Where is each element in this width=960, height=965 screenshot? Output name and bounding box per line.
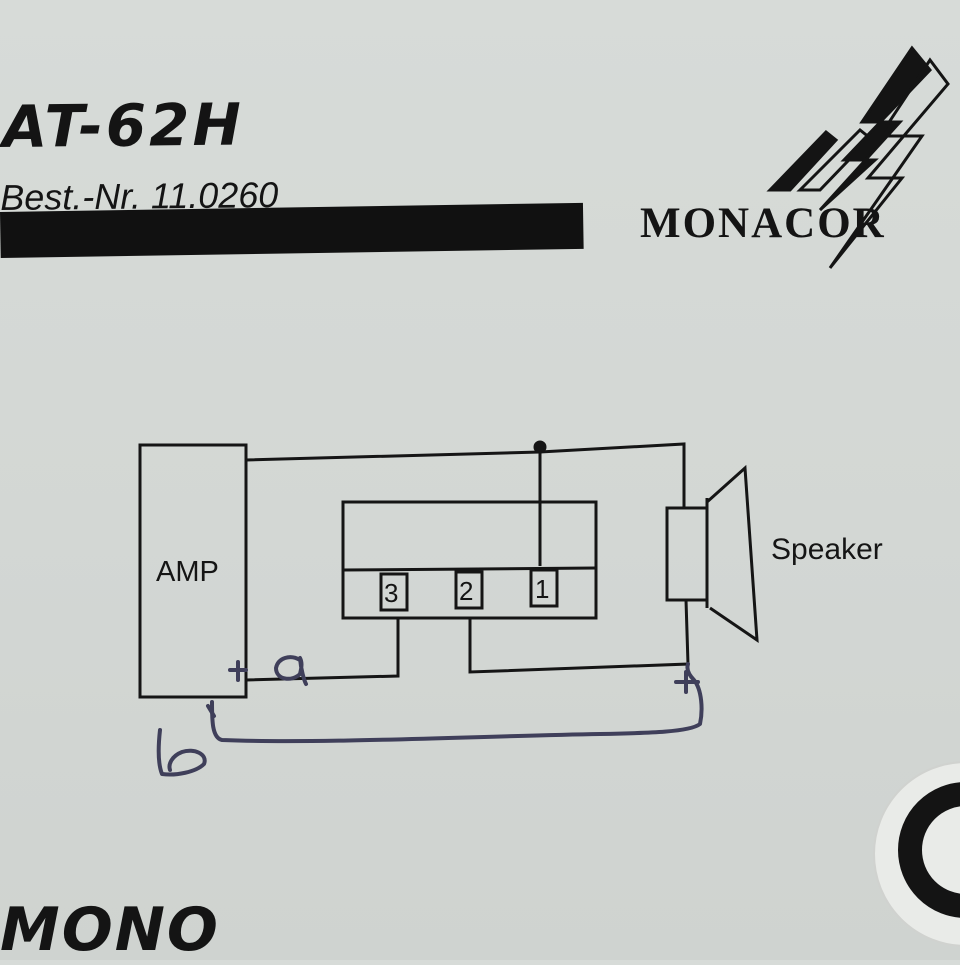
speaker-magnet [665, 506, 709, 602]
speaker-label: Speaker [771, 533, 883, 566]
pen-letter-b [156, 728, 207, 777]
amp-box [138, 443, 248, 699]
pen-tick-b [206, 704, 216, 718]
terminal-2-box [454, 570, 484, 610]
pen-letter-a [274, 655, 308, 686]
terminal-2-label: 2 [459, 576, 474, 606]
top-wire [245, 442, 686, 508]
brand-name: MONACOR [640, 200, 886, 247]
terminal-1-label: 1 [535, 574, 550, 604]
terminal-3-label: 3 [384, 578, 399, 608]
amp-label: AMP [156, 556, 219, 588]
pen-wire-b [210, 662, 704, 744]
lightning-logo-icon [766, 45, 950, 269]
corner-badge-icon [873, 761, 960, 947]
terminal-3-wire [245, 618, 400, 682]
pen-plus-speaker [674, 670, 700, 694]
pen-plus-a [228, 660, 248, 682]
terminal-strip-line [342, 566, 597, 572]
speaker-cone [705, 464, 759, 643]
terminal-2-wire [468, 599, 690, 674]
terminal-3-box [379, 572, 409, 612]
mono-label: MONO [0, 895, 220, 965]
terminal-1-box [529, 568, 559, 608]
